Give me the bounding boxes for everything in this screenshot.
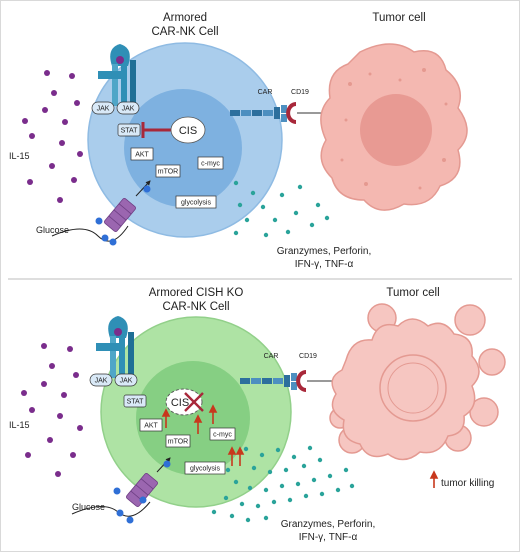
glucose-dot: [126, 516, 134, 524]
glucose-dot: [163, 460, 171, 468]
knockout-cross-icon: [184, 392, 204, 412]
glucose-uptake-arrow: [156, 457, 171, 473]
tumor-nucleus: [379, 354, 447, 422]
cis-label: CIS: [171, 397, 189, 409]
il15-receptor: [96, 316, 134, 378]
jak-label-right: JAK: [120, 378, 133, 385]
jak-badge-right: [116, 101, 140, 115]
il15-dots: [22, 70, 83, 203]
glucose-dot: [113, 487, 121, 495]
akt-box: [139, 418, 163, 432]
ko-cell-nucleus: [136, 361, 250, 475]
car-label: CAR: [258, 89, 273, 96]
mtor-box: [155, 164, 181, 178]
tumor-title: Tumor cell: [386, 287, 439, 299]
jak-badge-left: [89, 373, 113, 387]
cell-title-1: Armored CISH KO: [149, 287, 244, 299]
jak-label-right: JAK: [122, 106, 135, 113]
effector-line-1: Granzymes, Perforin,: [281, 519, 375, 530]
bound-il15: [114, 328, 122, 336]
cis-protein: [170, 116, 206, 144]
nk-cell-nucleus: [124, 89, 242, 207]
mtor-label: mTOR: [158, 169, 178, 176]
tumor-nucleus-inner: [387, 362, 439, 414]
akt-label: AKT: [144, 423, 158, 430]
cis-knockout: [165, 388, 203, 416]
effector-line-1: Granzymes, Perforin,: [277, 246, 371, 257]
effector-line-2: IFN-γ, TNF-α: [295, 259, 354, 270]
stat-label: STAT: [121, 128, 139, 135]
legend-label: tumor killing: [441, 478, 494, 489]
upregulation-arrows: [161, 404, 245, 466]
mtor-box: [165, 434, 191, 448]
glucose-flow-line: [51, 225, 129, 242]
stat-badge: [117, 123, 141, 137]
cis-label: CIS: [179, 125, 197, 137]
glucose-dot: [116, 509, 124, 517]
jak-badge-left: [91, 101, 115, 115]
jak-badge-right: [114, 373, 138, 387]
bound-il15: [116, 56, 124, 64]
cd19-label: CD19: [291, 89, 309, 96]
car-receptor: [230, 105, 287, 122]
mtor-label: mTOR: [168, 439, 188, 446]
granule-dots: [211, 445, 355, 523]
stat-label: STAT: [127, 399, 145, 406]
cmyc-box: [209, 427, 236, 441]
stat-badge: [123, 394, 147, 408]
jak-label-left: JAK: [97, 106, 110, 113]
cd19-antigen: [286, 102, 297, 124]
il15-receptor: [98, 44, 136, 106]
effector-line-2: IFN-γ, TNF-α: [299, 532, 358, 543]
glycolysis-box: [184, 461, 226, 475]
tumor-killing-legend: tumor killing: [429, 470, 494, 489]
il15-label: IL-15: [9, 420, 30, 430]
dying-tumor-cell: [329, 303, 506, 461]
cd19-label: CD19: [299, 353, 317, 360]
cell-title-2: CAR-NK Cell: [162, 301, 229, 313]
glycolysis-box: [175, 195, 217, 209]
cd19-antigen: [296, 370, 307, 392]
panel-top: Armored CAR-NK Cell Tumor cell JAK JAK S…: [9, 12, 468, 270]
cell-title-1: Armored: [163, 12, 207, 24]
car-label: CAR: [264, 353, 279, 360]
glucose-dot: [95, 217, 103, 225]
glucose-dot: [139, 496, 147, 504]
cmyc-label: c-myc: [213, 432, 232, 439]
jak-label-left: JAK: [95, 378, 108, 385]
glucose-transporter: [104, 198, 136, 232]
glucose-dot: [143, 185, 151, 193]
glucose-uptake-arrow: [135, 180, 151, 197]
up-arrow-icon: [429, 470, 439, 488]
car-receptor: [240, 373, 297, 390]
glucose-dot: [101, 234, 109, 242]
tumor-nucleus: [360, 94, 432, 166]
cmyc-box: [197, 156, 224, 170]
akt-label: AKT: [135, 152, 149, 159]
panel-bottom: Armored CISH KO CAR-NK Cell Tumor cell J…: [9, 287, 506, 543]
glucose-label: Glucose: [36, 225, 69, 235]
tumor-title: Tumor cell: [372, 12, 425, 24]
akt-box: [130, 147, 154, 161]
glucose-dot: [109, 238, 117, 246]
il15-label: IL-15: [9, 151, 30, 161]
tumor-specks: [340, 68, 448, 190]
il15-dots: [21, 343, 83, 477]
glycolysis-label: glycolysis: [181, 200, 211, 207]
granule-dots: [233, 180, 330, 238]
glycolysis-label: glycolysis: [190, 466, 220, 473]
cmyc-label: c-myc: [201, 161, 220, 168]
cell-title-2: CAR-NK Cell: [151, 26, 218, 38]
glucose-label: Glucose: [72, 502, 105, 512]
